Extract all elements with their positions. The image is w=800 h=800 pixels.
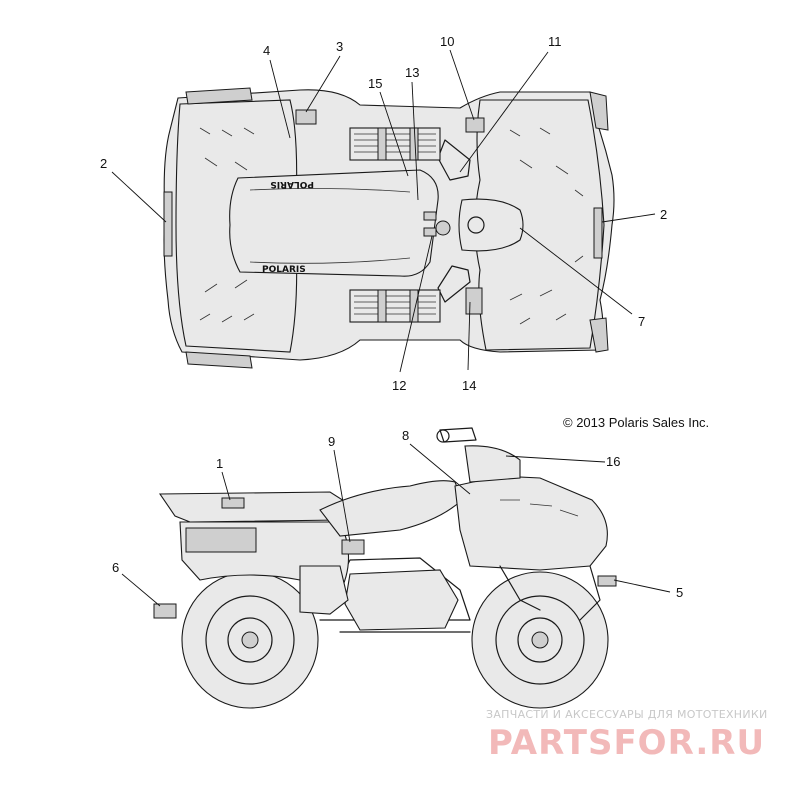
callout-13: 13 xyxy=(405,65,419,80)
decal-2-rear xyxy=(163,191,173,257)
decal-6 xyxy=(153,603,177,619)
decal-3 xyxy=(295,109,317,125)
callout-8: 8 xyxy=(402,428,409,443)
callout-11: 11 xyxy=(548,34,562,49)
decal-9 xyxy=(341,539,365,555)
watermark: ЗАПЧАСТИ И АКСЕССУАРЫ ДЛЯ МОТОТЕХНИКИ PA… xyxy=(486,708,768,763)
callout-15: 15 xyxy=(368,76,382,91)
callout-6: 6 xyxy=(112,560,119,575)
watermark-brand: PARTSFOR.RU xyxy=(488,723,765,763)
polaris-decal-upper: POLARIS xyxy=(270,179,314,189)
decal-1 xyxy=(221,497,245,509)
atv-top-view: POLARIS POLARIS xyxy=(163,87,615,369)
lower-floorboard xyxy=(349,289,441,323)
callout-12: 12 xyxy=(392,378,406,393)
leader-lines xyxy=(111,49,671,607)
callout-16: 16 xyxy=(606,454,620,469)
callout-2-rear: 2 xyxy=(100,156,107,171)
rear-wheel xyxy=(181,571,319,709)
decal-5 xyxy=(597,575,617,587)
polaris-decal-lower: POLARIS xyxy=(262,265,306,275)
callout-2-front: 2 xyxy=(660,207,667,222)
watermark-tagline: ЗАПЧАСТИ И АКСЕССУАРЫ ДЛЯ МОТОТЕХНИКИ xyxy=(486,708,768,721)
callout-5: 5 xyxy=(676,585,683,600)
callout-4: 4 xyxy=(263,43,270,58)
atv-side-view xyxy=(153,427,617,709)
copyright-text: © 2013 Polaris Sales Inc. xyxy=(563,415,709,430)
callout-9: 9 xyxy=(328,434,335,449)
front-wheel xyxy=(471,571,609,709)
upper-floorboard xyxy=(349,127,441,161)
callout-1: 1 xyxy=(216,456,223,471)
callout-labels: 4 3 15 13 10 11 2 2 7 12 14 1 9 8 16 6 5 xyxy=(100,34,683,600)
callout-10: 10 xyxy=(440,34,454,49)
decal-10 xyxy=(465,117,485,133)
callout-14: 14 xyxy=(462,378,476,393)
decal-14 xyxy=(465,287,483,315)
decal-2-front xyxy=(593,207,603,259)
callout-7: 7 xyxy=(638,314,645,329)
callout-3: 3 xyxy=(336,39,343,54)
